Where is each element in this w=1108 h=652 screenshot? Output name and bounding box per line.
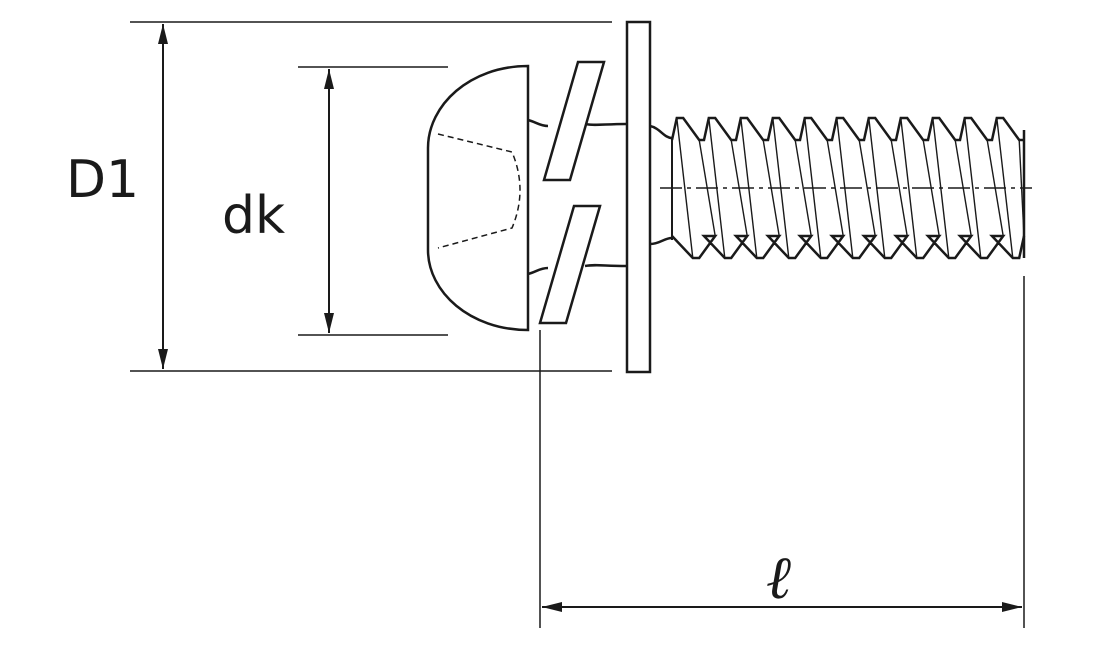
flat-washer <box>625 20 652 374</box>
thread-root-line <box>826 139 844 237</box>
screw-neck <box>527 118 627 276</box>
length-label: ℓ <box>766 543 791 613</box>
thread-helix-line <box>964 117 982 259</box>
dk-label: dk <box>222 186 286 246</box>
thread-crest-top <box>670 116 1024 142</box>
thread-helix-line <box>900 117 918 259</box>
threaded-shank <box>660 116 1032 260</box>
length-dimension <box>539 276 1025 628</box>
thread-root-line <box>890 139 908 237</box>
thread-helix-lines <box>676 117 1025 259</box>
d1-dimension <box>130 21 612 372</box>
d1-label: D1 <box>66 150 140 210</box>
spring-washer-lower <box>538 204 602 325</box>
dk-dimension <box>298 66 448 336</box>
recess-hidden-line <box>437 133 521 249</box>
thread-crest-bottom <box>671 234 1026 260</box>
thread-helix-line <box>676 117 694 259</box>
screw-head <box>426 64 530 332</box>
spring-washer-upper <box>542 60 606 182</box>
spring-washer <box>538 60 606 325</box>
screw-head-outline <box>426 64 530 332</box>
shank-neck <box>649 124 673 246</box>
thread-root-line <box>794 139 812 237</box>
